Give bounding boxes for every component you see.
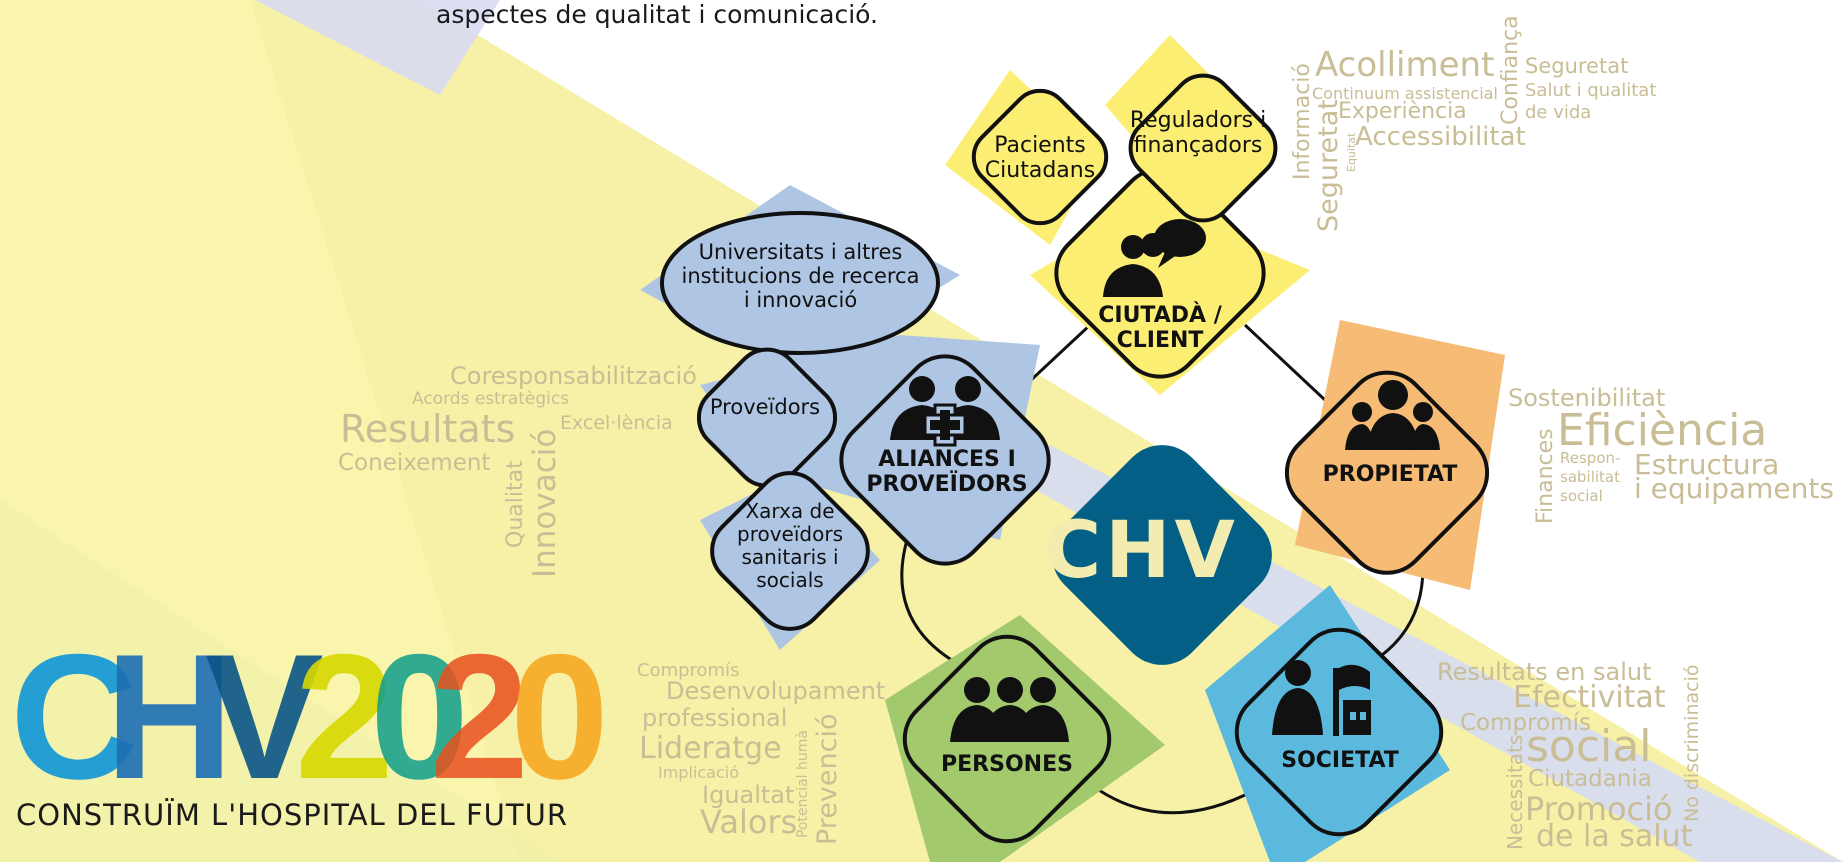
- word: Finances: [1533, 428, 1558, 524]
- word: Accessibilitat: [1355, 122, 1526, 152]
- people-plus-icon: [890, 376, 1000, 447]
- svg-text:0: 0: [370, 640, 469, 785]
- svg-text:2: 2: [295, 640, 394, 785]
- node-xarxa-label: Xarxa de proveïdors sanitaris i socials: [737, 499, 843, 592]
- word: Promoció: [1525, 790, 1673, 828]
- word: Necessitats: [1503, 734, 1527, 850]
- svg-text:V: V: [205, 640, 324, 785]
- pacients-node-shape: [971, 88, 1109, 226]
- chv2020-logo: C H V 2 0 2 0: [10, 640, 609, 785]
- word: Compromís: [1460, 710, 1591, 736]
- node-societat-label: SOCIETAT: [1281, 748, 1399, 773]
- node-universitats-label: Universitats i altres institucions de re…: [681, 240, 920, 313]
- xarxa-node-shape: [710, 471, 870, 631]
- word: Igualtat: [702, 781, 795, 809]
- word: Eficiència: [1557, 405, 1768, 456]
- word: Compromís: [637, 660, 740, 681]
- word: Seguretat: [1313, 99, 1344, 232]
- word: Coresponsabilització: [450, 362, 697, 390]
- word: Experiència: [1338, 99, 1467, 124]
- word: Resultats en salut: [1437, 658, 1652, 686]
- word: Coneixement: [338, 450, 491, 476]
- word: Resultats: [340, 407, 516, 451]
- word: Efectivitat: [1513, 680, 1666, 715]
- word: Confiança: [1498, 15, 1523, 125]
- word: Seguretat: [1525, 54, 1629, 78]
- word: sabilitat: [1560, 468, 1620, 486]
- person-flag-building-icon: [1272, 660, 1371, 736]
- word: Qualitat: [503, 460, 528, 548]
- word: de vida: [1525, 102, 1592, 123]
- svg-text:0: 0: [510, 640, 609, 785]
- word: Valors: [700, 803, 798, 841]
- word: Desenvolupament: [666, 677, 886, 705]
- word: Salut i qualitat: [1525, 80, 1657, 101]
- word: social: [1560, 487, 1603, 505]
- word: Informació: [1290, 63, 1315, 180]
- reguladors-node-shape: [1128, 73, 1278, 223]
- svg-text:2: 2: [430, 640, 529, 785]
- group-icon: [1345, 380, 1440, 450]
- propietat-node-shape: [1284, 370, 1490, 575]
- node-proveidors-label: Proveïdors: [709, 395, 821, 419]
- word: Respon-: [1560, 449, 1621, 467]
- word: Continuum assistencial: [1312, 84, 1498, 103]
- word: No discriminació: [1681, 664, 1703, 822]
- word: i equipaments: [1634, 472, 1834, 505]
- center-node-shape: [1052, 445, 1272, 665]
- node-ciutada-label: CIUTADÀ / CLIENT: [1098, 303, 1222, 354]
- word: Equitat: [1345, 132, 1358, 172]
- word: social: [1526, 721, 1652, 772]
- proveidors-node-shape: [696, 347, 838, 488]
- node-reguladors-label: Reguladors i finançadors: [1129, 108, 1267, 159]
- node-pacients-label: Pacients Ciutadans: [984, 133, 1096, 184]
- word: Sostenibilitat: [1508, 384, 1666, 412]
- word: Potencial humà: [795, 730, 811, 838]
- word: Estructura: [1634, 448, 1780, 481]
- word: Acords estratègics: [412, 389, 570, 409]
- center-logo: CHV: [1044, 506, 1239, 596]
- universitats-node-shape: [660, 211, 940, 355]
- word: Ciutadania: [1528, 766, 1652, 792]
- node-persones-label: PERSONES: [941, 752, 1073, 777]
- node-propietat-label: PROPIETAT: [1322, 462, 1458, 487]
- word: Prevenció: [812, 713, 843, 846]
- word: Acolliment: [1315, 45, 1495, 85]
- word: professional: [642, 704, 788, 732]
- word: Innovació: [527, 428, 563, 578]
- word: Excel·lència: [560, 412, 673, 434]
- word: Lideratge: [639, 731, 782, 766]
- intro-text: aspectes de qualitat i comunicació.: [436, 0, 878, 29]
- aliances-node-shape: [839, 354, 1051, 566]
- three-people-icon: [950, 677, 1069, 742]
- people-speech-icon: [1103, 219, 1206, 297]
- word: de la salut: [1536, 819, 1693, 854]
- word: Implicació: [658, 763, 739, 782]
- brand-tagline: CONSTRUÏM L'HOSPITAL DEL FUTUR: [16, 798, 568, 832]
- node-aliances-label: ALIANCES I PROVEÏDORS: [866, 447, 1028, 498]
